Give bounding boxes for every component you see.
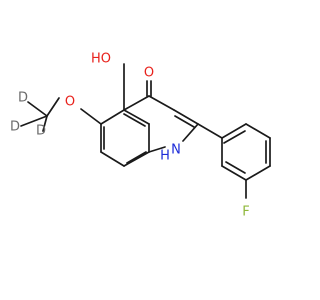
- bond-ar-1-inner: [223, 130, 246, 144]
- bond-c4a-c5: [100, 109, 125, 125]
- carbonyl-oxygen-label: O: [144, 66, 154, 81]
- bond-c3-c2: [173, 109, 199, 125]
- bond-c6-o: [80, 108, 102, 125]
- bond-ar-2: [245, 123, 271, 139]
- bond-c3-c2-inner: [174, 115, 195, 128]
- bond-o-cd3: [46, 97, 60, 117]
- bond-c8a-c4a-inner: [123, 113, 146, 127]
- bond-ar-5-inner: [225, 161, 246, 174]
- bond-c-d-left: [20, 115, 48, 127]
- ring-nitrogen-label: N: [171, 143, 181, 158]
- fluorine-label: F: [242, 205, 249, 220]
- hydroxyl-label: HO: [91, 52, 111, 67]
- bond-ar-4: [245, 165, 271, 181]
- deuterium-top-label: D: [18, 91, 28, 106]
- bond-c6-c7: [100, 151, 125, 167]
- bond-c8a-c4a: [123, 109, 150, 125]
- bond-c7-c8-inner: [126, 151, 147, 164]
- bond-c4a-c4: [123, 95, 150, 111]
- bond-lines: [20, 63, 271, 199]
- atom-labels: HO O O D D D N H F: [10, 52, 250, 220]
- bond-c4-c3: [148, 95, 175, 111]
- bond-c-d-top: [27, 101, 48, 117]
- structure-drawing: HO O O D D D N H F: [10, 52, 271, 220]
- bond-c2-aryl: [197, 123, 223, 139]
- bond-c2-n1: [182, 123, 199, 142]
- bond-c7-c8: [123, 151, 150, 167]
- deuterium-left-label: D: [10, 120, 20, 135]
- deuterium-right-label: D: [36, 124, 46, 139]
- bond-ar-5: [221, 165, 247, 181]
- nitrogen-hydrogen-label: H: [160, 149, 170, 164]
- bond-n1-c8a: [148, 146, 166, 153]
- bond-ar-1: [221, 123, 247, 139]
- methoxy-oxygen-label: O: [65, 95, 75, 110]
- bond-c-d-right: [42, 115, 48, 132]
